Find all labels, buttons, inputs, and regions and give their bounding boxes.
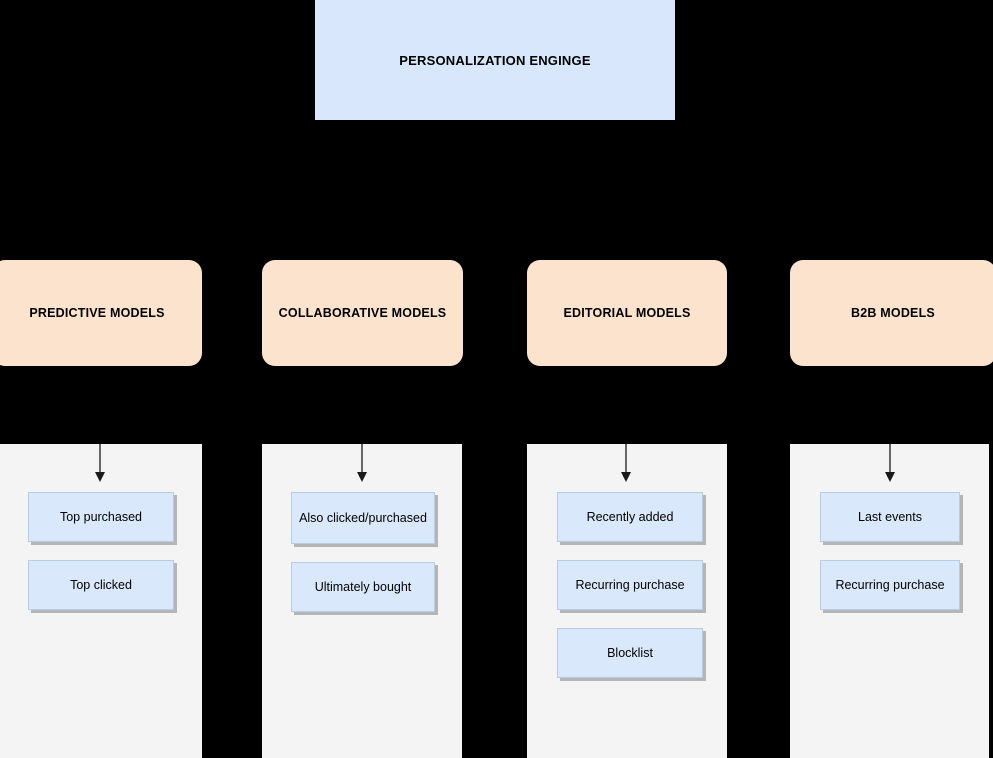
model-box-predictive[interactable]: PREDICTIVE MODELS: [0, 260, 202, 366]
list-item[interactable]: Top purchased: [28, 492, 174, 542]
list-item[interactable]: Recently added: [557, 492, 703, 542]
list-item[interactable]: Last events: [820, 492, 960, 542]
list-item[interactable]: Top clicked: [28, 560, 174, 610]
model-box-b2b[interactable]: B2B MODELS: [790, 260, 993, 366]
personalization-engine-box[interactable]: PERSONALIZATION ENGINGE: [315, 0, 675, 120]
model-box-editorial[interactable]: EDITORIAL MODELS: [527, 260, 727, 366]
list-item[interactable]: Recurring purchase: [820, 560, 960, 610]
item-list-b2b: Last events Recurring purchase: [820, 492, 960, 628]
item-list-editorial: Recently added Recurring purchase Blockl…: [557, 492, 703, 696]
page-title: PERSONALIZATION ENGINGE: [399, 52, 591, 68]
model-box-collaborative[interactable]: COLLABORATIVE MODELS: [262, 260, 463, 366]
model-label: B2B MODELS: [851, 306, 935, 320]
model-label: COLLABORATIVE MODELS: [278, 306, 447, 320]
model-label: EDITORIAL MODELS: [563, 306, 691, 320]
list-item[interactable]: Ultimately bought: [291, 562, 435, 612]
list-item[interactable]: Also clicked/purchased: [291, 492, 435, 544]
item-list-collaborative: Also clicked/purchased Ultimately bought: [291, 492, 435, 630]
list-item[interactable]: Recurring purchase: [557, 560, 703, 610]
list-item[interactable]: Blocklist: [557, 628, 703, 678]
model-label: PREDICTIVE MODELS: [29, 306, 165, 320]
item-list-predictive: Top purchased Top clicked: [28, 492, 174, 628]
